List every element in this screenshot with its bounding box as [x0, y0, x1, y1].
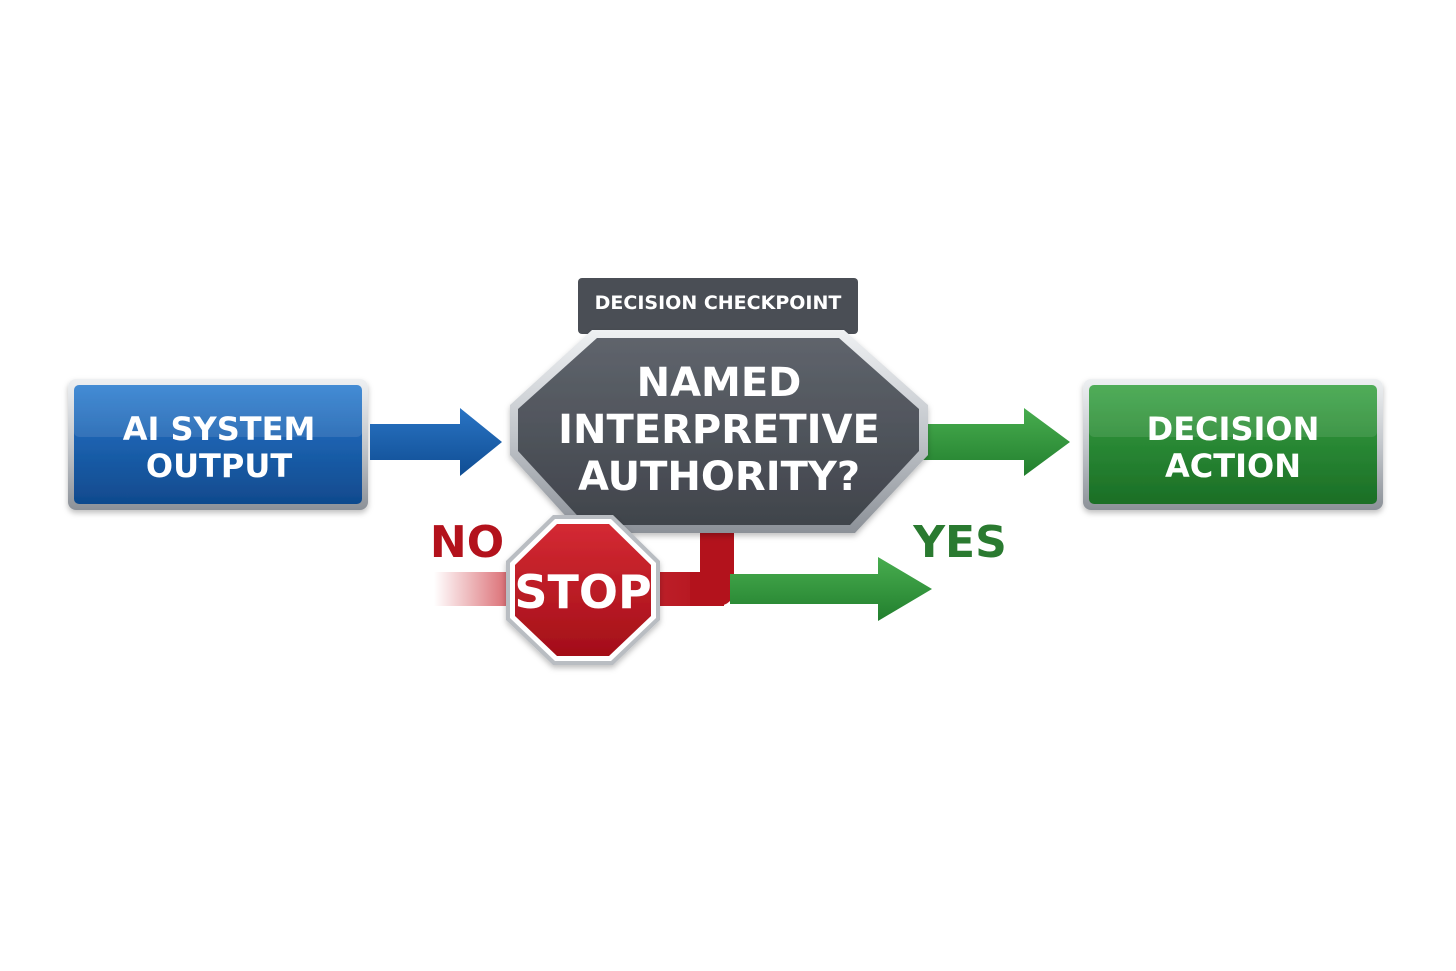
- yes-branch-arrow: [730, 557, 932, 621]
- input-box-label-line-2: OUTPUT: [146, 447, 292, 485]
- input-to-checkpoint-arrow: [370, 408, 502, 476]
- yes-branch-label: YES: [912, 517, 1007, 568]
- stop-sign-label: STOP: [514, 565, 651, 619]
- output-box: [1083, 379, 1383, 510]
- checkpoint-tab-label: DECISION CHECKPOINT: [595, 292, 842, 314]
- input-box: [68, 379, 368, 510]
- checkpoint-question-line-3: AUTHORITY?: [578, 454, 860, 500]
- stop-sign-icon: [506, 515, 660, 665]
- input-box-label-line-1: AI SYSTEM: [123, 410, 316, 448]
- decision-octagon: [510, 330, 928, 533]
- checkpoint-tab: [578, 278, 858, 334]
- output-box-label-line-1: DECISION: [1147, 410, 1320, 448]
- checkpoint-question-line-2: INTERPRETIVE: [558, 407, 880, 453]
- output-box-label-line-2: ACTION: [1165, 447, 1301, 485]
- no-branch-label: NO: [430, 517, 504, 568]
- checkpoint-question-line-1: NAMED: [637, 360, 802, 406]
- checkpoint-to-action-arrow: [920, 408, 1070, 476]
